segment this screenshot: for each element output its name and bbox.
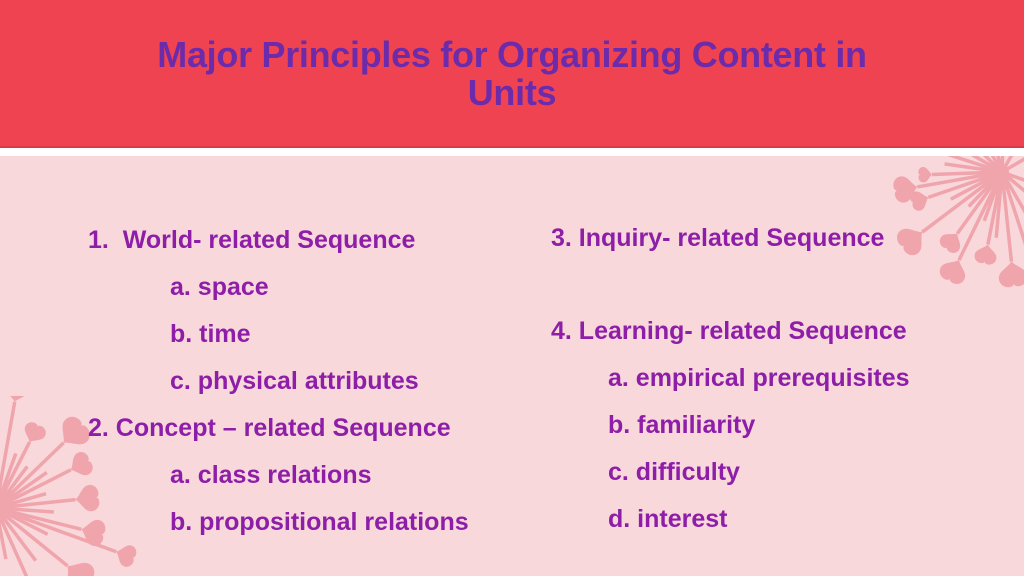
list-item: a. space xyxy=(170,273,269,301)
list-item: b. time xyxy=(170,320,251,348)
list-item: 4. Learning- related Sequence xyxy=(551,317,907,345)
banner-divider xyxy=(0,148,1024,156)
list-item: d. interest xyxy=(608,505,728,533)
left-column: 1. World- related Sequence a. space b. t… xyxy=(88,217,469,546)
list-item: 3. Inquiry- related Sequence xyxy=(551,224,885,252)
right-column: 3. Inquiry- related Sequence 4. Learning… xyxy=(551,215,910,543)
list-item: 2. Concept – related Sequence xyxy=(88,414,451,442)
list-item: 1. World- related Sequence xyxy=(88,226,416,254)
title-banner: Major Principles for Organizing Content … xyxy=(0,0,1024,148)
list-item: a. empirical prerequisites xyxy=(608,364,910,392)
slide-title-line2: Units xyxy=(467,72,557,113)
list-item: a. class relations xyxy=(170,461,372,489)
slide-title: Major Principles for Organizing Content … xyxy=(0,36,1024,112)
list-item: c. physical attributes xyxy=(170,367,419,395)
slide-title-line1: Major Principles for Organizing Content … xyxy=(157,34,867,75)
list-item: b. propositional relations xyxy=(170,508,469,536)
list-item: b. familiarity xyxy=(608,411,756,439)
list-item: c. difficulty xyxy=(608,458,740,486)
